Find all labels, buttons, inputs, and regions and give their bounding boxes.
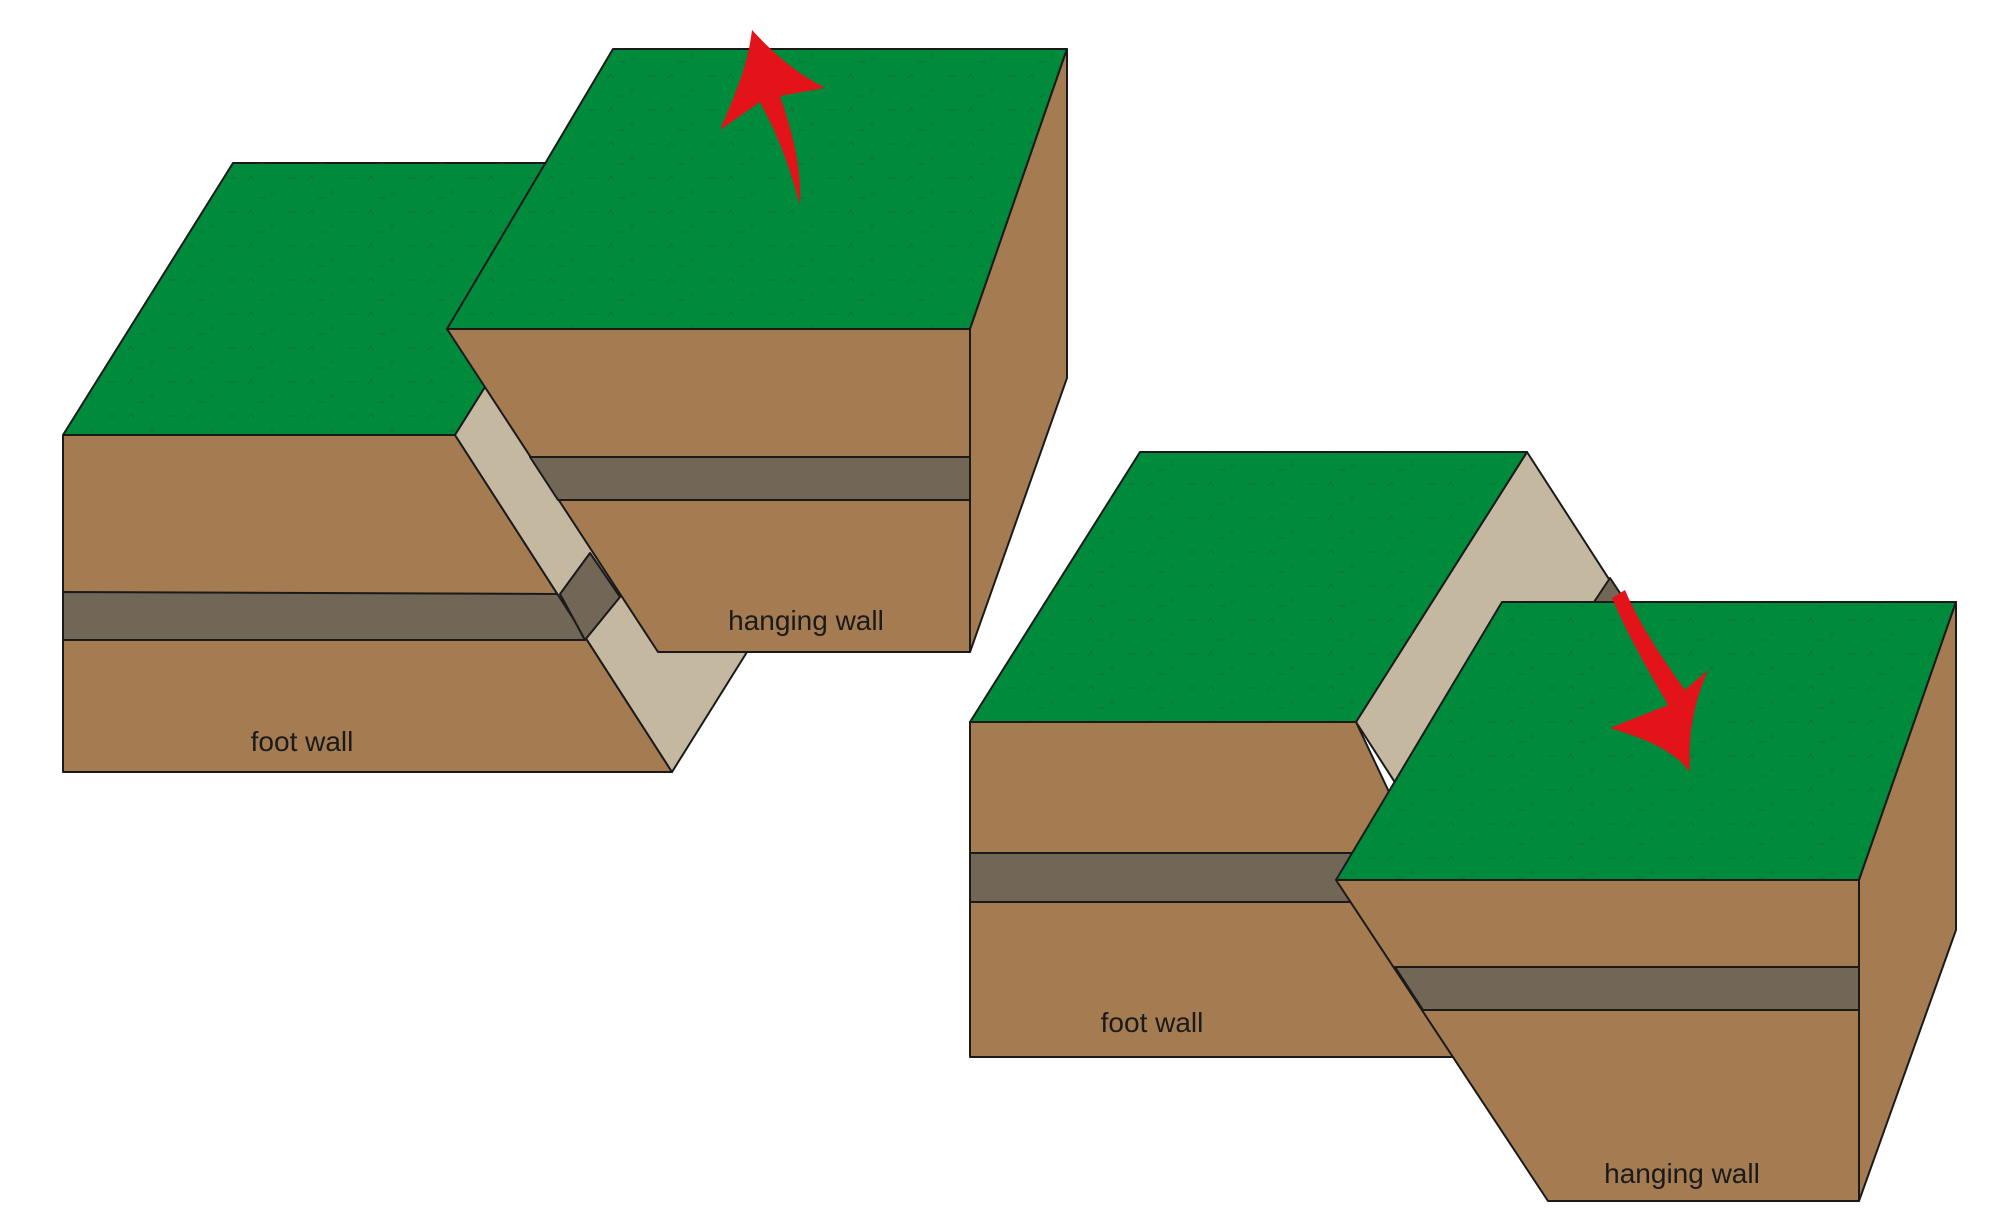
normal-fault-diagram: foot wall hanging wall bbox=[969, 451, 1957, 1202]
reverse-hanging-wall-block bbox=[446, 48, 1068, 653]
reverse-hanging-wall-side-face bbox=[969, 48, 1068, 653]
normal-hanging-wall-label: hanging wall bbox=[1604, 1158, 1760, 1189]
reverse-fault-plane-layer-trace bbox=[559, 552, 621, 641]
normal-down-arrow-icon bbox=[1610, 590, 1708, 772]
reverse-hanging-wall-rock-layer bbox=[529, 456, 971, 501]
normal-foot-wall-block bbox=[969, 451, 1528, 1058]
reverse-hanging-wall-label: hanging wall bbox=[728, 605, 884, 636]
reverse-foot-wall-rock-layer bbox=[62, 591, 586, 641]
reverse-up-arrow-icon bbox=[720, 30, 825, 205]
reverse-foot-wall-label: foot wall bbox=[251, 726, 354, 757]
reverse-fault-diagram: hanging wall foot wall bbox=[62, 30, 1068, 773]
normal-foot-wall-label: foot wall bbox=[1101, 1007, 1204, 1038]
normal-hanging-wall-block bbox=[1335, 601, 1957, 1202]
normal-hanging-wall-side-face bbox=[1858, 601, 1957, 1202]
normal-hanging-wall-rock-layer bbox=[1394, 966, 1860, 1011]
